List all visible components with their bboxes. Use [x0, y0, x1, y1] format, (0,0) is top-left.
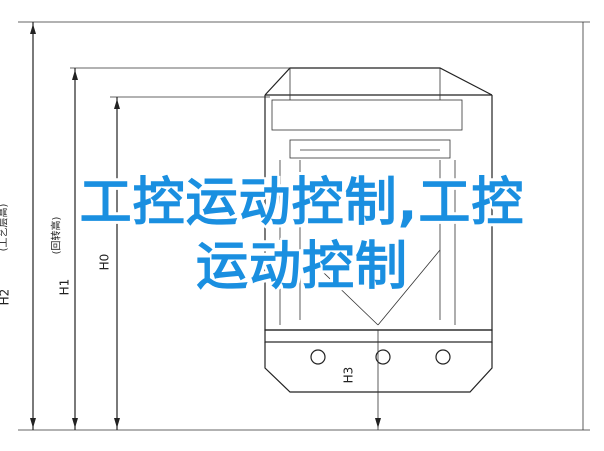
machine-header-box [271, 99, 463, 131]
h3-label: H3 [341, 366, 356, 384]
h3-arrow-bottom [375, 418, 381, 428]
h0-arrow-bottom [114, 418, 120, 428]
wheel-center [375, 349, 391, 365]
lift-arm-left [299, 249, 379, 326]
wheel-right [435, 349, 451, 365]
h2-arrow-bottom [30, 418, 36, 428]
h1-arrow-top [72, 70, 78, 80]
wheel-left [310, 349, 326, 365]
h1-arrow-bottom [72, 418, 78, 428]
machine-base [264, 329, 493, 343]
lift-arm-right [377, 249, 441, 326]
overlay-text-line1: 工控运动控制,工控 [79, 173, 525, 233]
machine-roof [264, 67, 493, 96]
h2-arrow-top [30, 24, 36, 34]
machine-skirt [264, 342, 493, 393]
overlay-text-line2: 运动控制 [195, 237, 408, 297]
upper-carriage [289, 139, 451, 159]
h0-arrow-top [114, 99, 120, 109]
